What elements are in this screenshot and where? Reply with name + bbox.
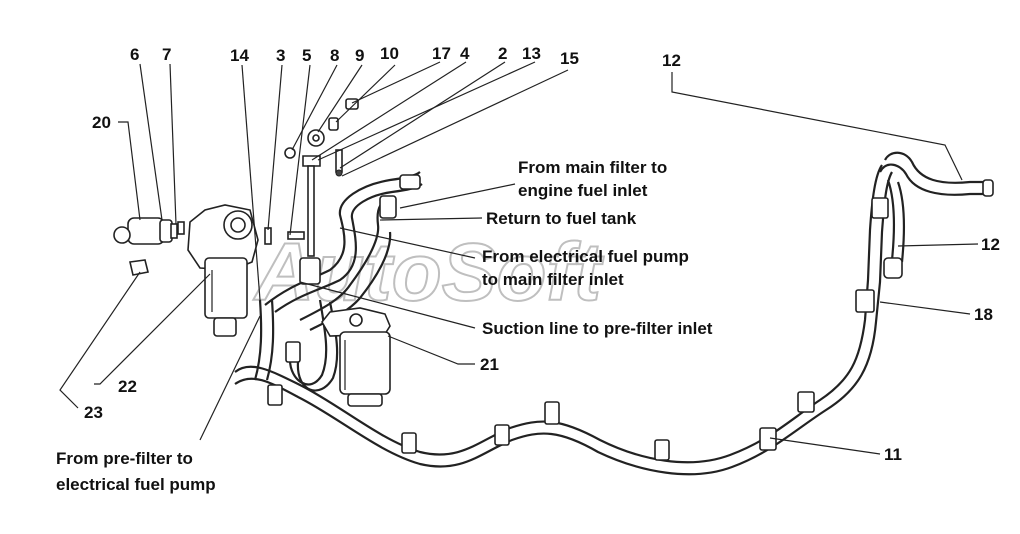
label-main-filter-outlet-line1: From main filter to: [518, 158, 667, 177]
label-suction-line: Suction line to pre-filter inlet: [482, 319, 713, 338]
callout-15: 15: [560, 49, 579, 68]
callout-12-right: 12: [981, 235, 1000, 254]
callout-2: 2: [498, 44, 507, 63]
callout-21: 21: [480, 355, 499, 374]
callout-7: 7: [162, 45, 171, 64]
clip-icon: [871, 197, 889, 219]
fittings: [170, 98, 359, 257]
callout-10: 10: [380, 44, 399, 63]
label-pump-to-main-line1: From electrical fuel pump: [482, 247, 689, 266]
clip-icon: [797, 391, 815, 413]
callout-23: 23: [84, 403, 103, 422]
callout-11: 11: [884, 445, 902, 464]
callout-6: 6: [130, 45, 139, 64]
callout-22: 22: [118, 377, 137, 396]
callout-4: 4: [460, 44, 470, 63]
callout-18: 18: [974, 305, 993, 324]
flow-labels: From main filter to engine fuel inlet Re…: [56, 158, 713, 494]
clip-icon: [654, 439, 670, 461]
label-prefilter-to-pump-line2: electrical fuel pump: [56, 475, 216, 494]
callout-13: 13: [522, 44, 541, 63]
connector-icon: [299, 257, 321, 285]
callout-9: 9: [355, 46, 364, 65]
clip-icon: [855, 289, 875, 313]
callout-5: 5: [302, 46, 311, 65]
label-prefilter-to-pump-line1: From pre-filter to: [56, 449, 193, 468]
label-return-to-tank: Return to fuel tank: [486, 209, 637, 228]
callout-14: 14: [230, 46, 249, 65]
fuel-line-12: [879, 151, 994, 279]
connector-icon: [982, 179, 994, 197]
connector-icon: [399, 174, 421, 190]
callout-8: 8: [330, 46, 339, 65]
callout-12-top: 12: [662, 51, 681, 70]
hose-bundle: [253, 171, 423, 406]
callout-numbers: 6 7 20 14 3 5 8 9 10 17 4 2 13 15 12 12 …: [84, 44, 1000, 464]
electrical-fuel-pump: [113, 217, 173, 276]
clip-icon: [267, 384, 283, 406]
callout-3: 3: [276, 46, 285, 65]
clip-icon: [285, 341, 301, 363]
clip-icon: [544, 401, 560, 425]
main-filter: [321, 307, 391, 407]
callout-17: 17: [432, 44, 451, 63]
main-fuel-line: [234, 164, 893, 476]
leader-lines: [59, 61, 979, 455]
connector-icon: [379, 195, 397, 219]
clip-icon: [494, 424, 510, 446]
clip-icon: [401, 432, 417, 454]
callout-20: 20: [92, 113, 111, 132]
label-main-filter-outlet-line2: engine fuel inlet: [518, 181, 648, 200]
pre-filter: [187, 204, 259, 337]
label-pump-to-main-line2: to main filter inlet: [482, 270, 624, 289]
connector-icon: [883, 257, 903, 279]
